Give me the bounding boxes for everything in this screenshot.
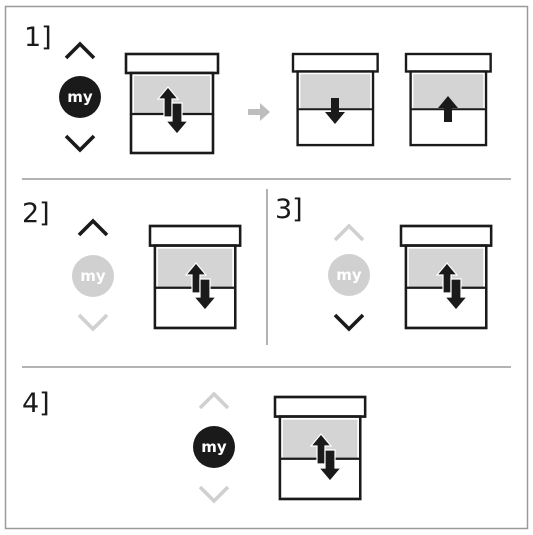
step-label: 4] bbox=[22, 388, 50, 419]
step-4: 4] my bbox=[22, 388, 367, 504]
window-icon bbox=[399, 224, 493, 330]
window-icon bbox=[124, 52, 220, 155]
flow-arrow-icon bbox=[248, 103, 270, 121]
my-button-label: my bbox=[336, 266, 362, 284]
my-button-icon[interactable]: my bbox=[328, 254, 370, 296]
chevron-down-icon[interactable] bbox=[333, 313, 365, 332]
step-label: 1] bbox=[24, 22, 52, 53]
window-icon bbox=[404, 52, 492, 147]
chevron-up-icon[interactable] bbox=[333, 223, 365, 242]
step-label: 2] bbox=[22, 198, 50, 229]
step-1: 1] my bbox=[24, 22, 492, 155]
chevron-up-icon[interactable] bbox=[64, 41, 96, 60]
step-2: 2] my bbox=[22, 198, 242, 332]
my-button-label: my bbox=[80, 267, 106, 285]
chevron-up-icon[interactable] bbox=[77, 218, 109, 237]
outer-border bbox=[4, 5, 529, 530]
step-label: 3] bbox=[275, 194, 303, 225]
window-icon bbox=[291, 52, 379, 147]
chevron-down-icon[interactable] bbox=[198, 485, 230, 504]
my-button-icon[interactable]: my bbox=[72, 255, 114, 297]
my-button-label: my bbox=[201, 438, 227, 456]
my-button-icon[interactable]: my bbox=[59, 76, 101, 118]
window-icon bbox=[273, 395, 367, 501]
my-button-icon[interactable]: my bbox=[193, 426, 235, 468]
step-3: 3] my bbox=[275, 194, 493, 332]
my-button-label: my bbox=[67, 88, 93, 106]
chevron-up-icon[interactable] bbox=[198, 391, 230, 410]
window-icon bbox=[148, 224, 242, 330]
chevron-down-icon[interactable] bbox=[77, 313, 109, 332]
chevron-down-icon[interactable] bbox=[64, 134, 96, 153]
